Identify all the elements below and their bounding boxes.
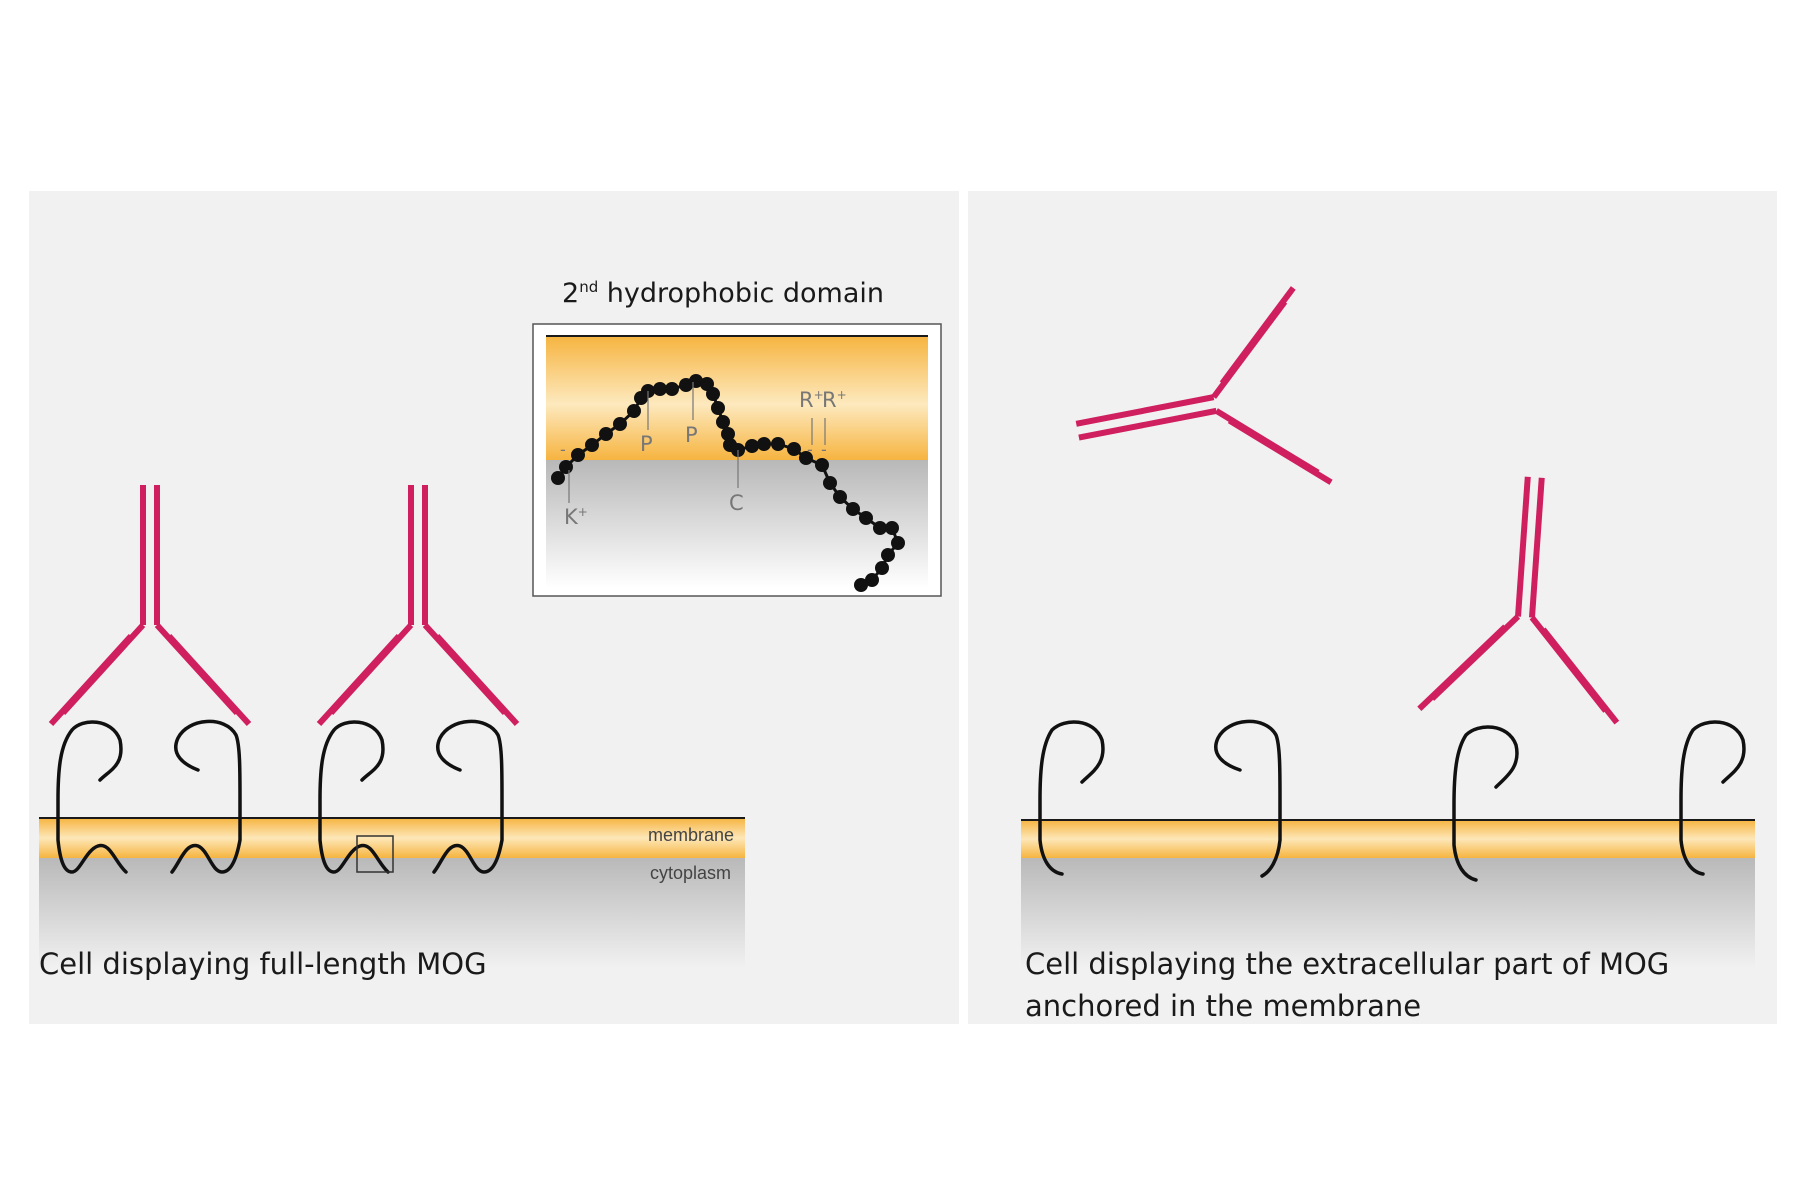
right-caption-line1: Cell displaying the extracellular part o…: [1025, 947, 1670, 981]
inset-title-rest: hydrophobic domain: [598, 278, 885, 309]
residue-p1: P: [640, 432, 653, 456]
membrane-label: membrane: [648, 825, 735, 845]
residue-minus-r2: -: [821, 440, 827, 459]
residue-k: K+: [564, 505, 588, 529]
mog-protein-icon: [170, 719, 242, 874]
residue-r1: R+: [799, 388, 824, 412]
residue-c: C: [729, 491, 744, 515]
mog-protein-icon: [1679, 720, 1746, 876]
residue-minus-k: -: [560, 440, 566, 459]
inset-box: [532, 323, 942, 597]
residue-r2: R+: [822, 388, 847, 412]
antibody-icon: [51, 485, 249, 724]
mog-protein-icon: [318, 720, 390, 874]
residue-p2: P: [685, 423, 698, 447]
mog-protein-icon: [1038, 720, 1105, 876]
inset-title: 2nd hydrophobic domain: [562, 278, 884, 309]
right-membrane: [1021, 819, 1755, 968]
right-caption-line2: anchored in the membrane: [1025, 989, 1422, 1023]
cytoplasm-label: cytoplasm: [650, 863, 732, 883]
inset-title-sup: nd: [579, 278, 599, 296]
left-mog-proteins: [56, 719, 504, 874]
residue-minus-r1: -: [807, 440, 813, 459]
left-membrane: [39, 817, 745, 968]
right-mog-proteins: [1038, 719, 1746, 882]
amino-acid-chain-icon: [551, 374, 905, 592]
antibody-icon: [1059, 288, 1331, 528]
zoom-box: [356, 835, 394, 873]
inset-title-num: 2: [562, 278, 580, 309]
left-caption: Cell displaying full-length MOG: [39, 947, 487, 981]
antibody-icon: [1419, 470, 1633, 722]
antibody-icon: [319, 485, 517, 724]
mog-protein-icon: [432, 719, 504, 874]
mog-protein-icon: [56, 720, 128, 874]
mog-protein-icon: [1214, 719, 1282, 878]
mog-protein-icon: [1452, 725, 1519, 882]
